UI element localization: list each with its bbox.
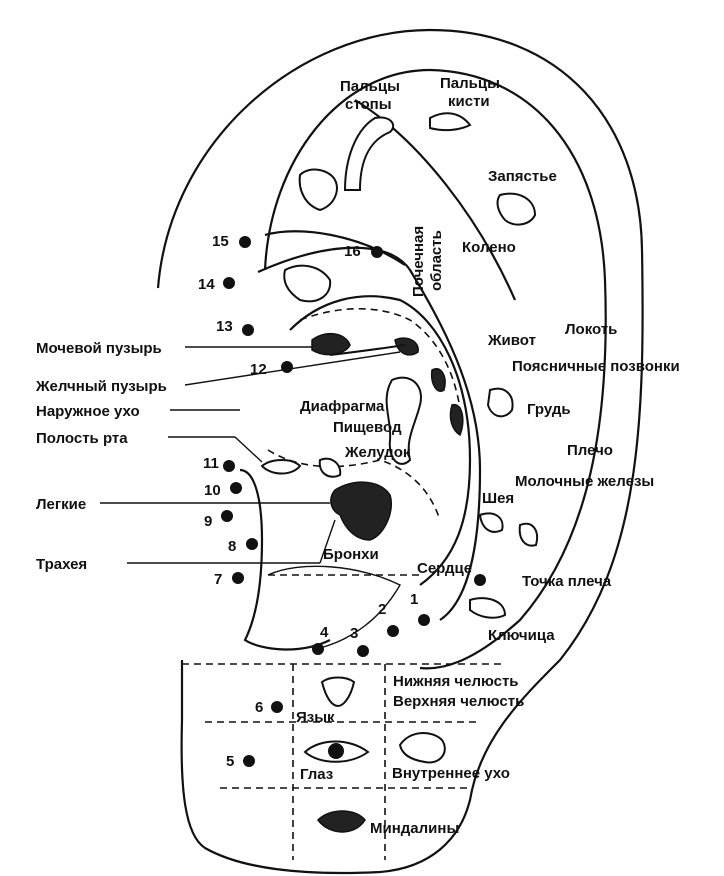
mouth-icon (260, 459, 302, 475)
point-number-3: 3 (350, 625, 358, 642)
label-mouth: Полость рта (36, 430, 128, 447)
label-stomach: Желудок (344, 444, 411, 461)
label-fingers-l1: Пальцы (440, 75, 500, 92)
label-lumbar: Поясничные позвонки (512, 358, 680, 375)
label-elbow: Локоть (565, 321, 617, 338)
point-dot-7 (232, 572, 244, 584)
point-number-6: 6 (255, 699, 263, 716)
tongue-icon (320, 676, 356, 708)
tragus-contour (239, 468, 331, 651)
point-dot-15 (239, 236, 251, 248)
acupoint-dots (221, 236, 486, 767)
label-neck: Шея (482, 490, 514, 507)
label-esophagus: Пищевод (333, 419, 402, 436)
label-tongue: Язык (296, 709, 335, 726)
point-numbers: 1 2 3 4 5 6 7 8 9 10 11 12 13 14 15 16 (198, 233, 418, 770)
label-knee: Колено (462, 239, 516, 256)
label-lower-jaw: Нижняя челюсть (393, 673, 519, 690)
point-dot-5 (243, 755, 255, 767)
point-dot-4 (312, 643, 324, 655)
point-number-12: 12 (250, 361, 267, 378)
point-number-15: 15 (212, 233, 229, 250)
point-dot-12 (281, 361, 293, 373)
point-number-1: 1 (410, 591, 418, 608)
concha-contour (289, 295, 472, 586)
point-number-16: 16 (344, 243, 361, 260)
point-dot-shoulder (474, 574, 486, 586)
point-dot-6 (271, 701, 283, 713)
label-shoulder: Плечо (567, 442, 613, 459)
label-mammary: Молочные железы (515, 473, 654, 490)
point-number-14: 14 (198, 276, 215, 293)
point-dot-16 (371, 246, 383, 258)
point-number-7: 7 (214, 571, 222, 588)
label-gallbladder: Желчный пузырь (35, 378, 167, 395)
label-toes-l1: Пальцы (340, 78, 400, 95)
point-number-11: 11 (203, 455, 219, 472)
point-number-2: 2 (378, 601, 386, 618)
point-dot-3 (357, 645, 369, 657)
label-wrist: Запястье (488, 168, 557, 185)
ear-outer-contour (156, 28, 644, 875)
point-dot-2 (387, 625, 399, 637)
eye-icon (303, 740, 370, 763)
point-dot-10 (230, 482, 242, 494)
point-dot-9 (221, 510, 233, 522)
point-dot-11 (223, 460, 235, 472)
point-number-9: 9 (204, 513, 212, 530)
point-number-8: 8 (228, 538, 236, 555)
label-tonsils: Миндалины (370, 820, 459, 837)
point-number-13: 13 (216, 318, 233, 335)
label-renal-l1: Почечная (410, 226, 427, 297)
point-dot-1 (418, 614, 430, 626)
label-trachea: Трахея (36, 556, 87, 573)
label-shoulder-point: Точка плеча (522, 573, 612, 590)
label-renal: Почечнаяобласть (410, 226, 445, 297)
svg-text:Почечнаяобласть: Почечнаяобласть (410, 226, 445, 297)
label-heart: Сердце (417, 560, 472, 577)
label-clavicle: Ключица (488, 627, 555, 644)
antihelix-crus-line (264, 230, 406, 266)
antihelix-contour (257, 246, 482, 621)
point-number-10: 10 (204, 482, 221, 499)
point-number-5: 5 (226, 753, 234, 770)
inner-ear-icon (398, 732, 446, 764)
label-upper-jaw: Верхняя челюсть (393, 693, 524, 710)
antitragus-contour (267, 565, 401, 649)
label-lungs: Легкие (36, 496, 86, 513)
label-outer-ear: Наружное ухо (36, 403, 140, 420)
lips-icon (317, 810, 366, 833)
point-dot-8 (246, 538, 258, 550)
helix-inner-contour (263, 68, 607, 670)
label-toes-l2: стопы (345, 96, 392, 113)
label-eye: Глаз (300, 766, 333, 783)
label-diaphragm: Диафрагма (300, 398, 385, 415)
organ-pictograms (260, 112, 538, 833)
label-inner-ear: Внутреннее ухо (392, 765, 510, 782)
point-dot-13 (242, 324, 254, 336)
earlobe-grid (182, 663, 505, 860)
point-number-4: 4 (320, 624, 329, 641)
label-renal-l2: область (428, 230, 445, 291)
label-fingers-l2: кисти (448, 93, 490, 110)
label-bladder: Мочевой пузырь (36, 340, 162, 357)
dashed-region-upper (299, 308, 463, 431)
label-chest: Грудь (527, 401, 571, 418)
label-bronchi: Бронхи (323, 546, 379, 563)
label-abdomen: Живот (487, 332, 536, 349)
point-dot-14 (223, 277, 235, 289)
